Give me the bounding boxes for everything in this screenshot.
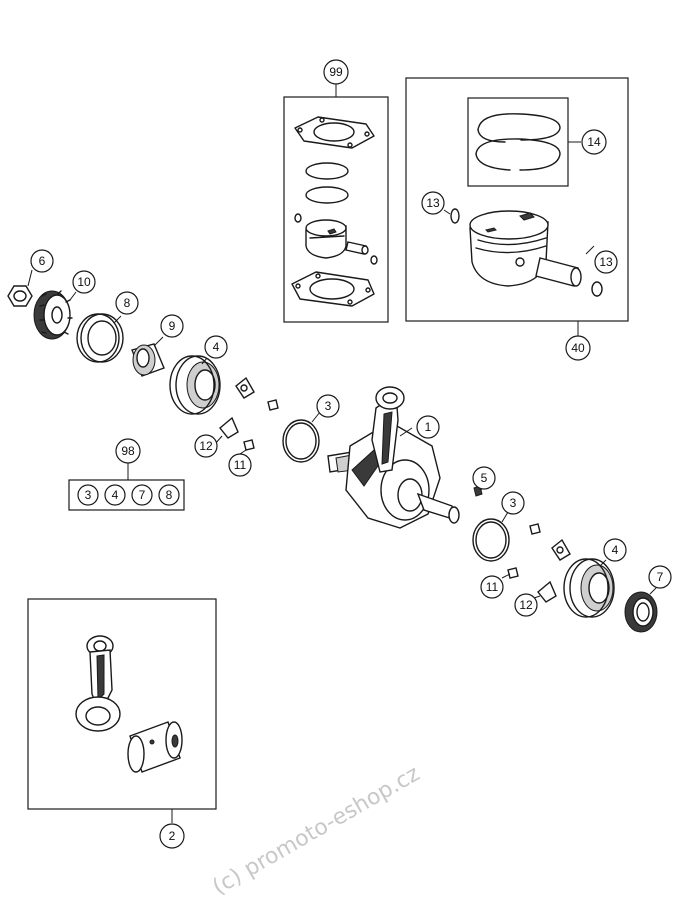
callout-2: 2: [159, 823, 185, 849]
svg-text:4: 4: [213, 340, 220, 354]
piston-ring-upper: [305, 162, 349, 180]
svg-text:3: 3: [510, 496, 517, 510]
crankshaft-1: [327, 386, 460, 529]
svg-text:13: 13: [426, 196, 440, 210]
svg-text:3: 3: [85, 488, 92, 502]
bearing-4-right: [563, 558, 615, 618]
svg-text:13: 13: [599, 255, 613, 269]
bracket-12-left: [219, 416, 239, 439]
svg-text:8: 8: [124, 296, 131, 310]
bushing-9: [131, 343, 165, 377]
kit-98-frame: [68, 479, 185, 511]
svg-text:99: 99: [329, 65, 343, 79]
bearing-4-left: [169, 355, 221, 415]
svg-text:4: 4: [612, 543, 619, 557]
crank-pin-2: [127, 721, 183, 773]
svg-text:4: 4: [112, 488, 119, 502]
callout-5: 5: [472, 466, 496, 490]
seal-ring-3-left: [282, 419, 320, 463]
screw-upper: [267, 399, 279, 411]
piston-pin-small: [345, 241, 369, 255]
svg-text:9: 9: [169, 319, 176, 333]
svg-text:11: 11: [234, 458, 247, 472]
piston-small: [305, 219, 347, 259]
circlip-13-left: [450, 208, 460, 224]
svg-text:3: 3: [325, 399, 332, 413]
kit-98-item-2: 4: [104, 484, 126, 506]
piston-ring-set: [475, 113, 561, 171]
callout-8: 8: [115, 291, 139, 315]
screw-11-right: [507, 567, 519, 579]
bracket-12-upper: [235, 376, 255, 399]
callout-7: 7: [648, 565, 672, 589]
callout-40: 40: [565, 335, 591, 361]
svg-text:6: 6: [39, 254, 46, 268]
gear-10: [33, 290, 73, 340]
svg-text:12: 12: [519, 598, 533, 612]
kit-99-frame: [283, 96, 389, 323]
bracket-12-right: [537, 580, 557, 603]
screw-right-upper: [529, 523, 541, 535]
kit-40-frame: [405, 77, 629, 322]
svg-text:98: 98: [121, 444, 135, 458]
circlip-13-right: [591, 281, 603, 297]
svg-text:1: 1: [425, 420, 432, 434]
watermark-text: (c) promoto-eshop.cz: [209, 761, 425, 900]
piston-ring-lower: [305, 186, 349, 204]
callout-4-right: 4: [603, 538, 627, 562]
callout-6: 6: [30, 249, 54, 273]
bracket-right-upper: [551, 538, 571, 561]
callout-10: 10: [72, 270, 96, 294]
kit-98-group: 3 4 7 8: [68, 463, 185, 511]
cylinder-head-gasket: [294, 116, 375, 149]
shim-8: [76, 313, 124, 363]
callout-4-left: 4: [204, 335, 228, 359]
callout-99: 99: [323, 59, 349, 85]
svg-text:11: 11: [486, 580, 499, 594]
callout-11-left: 11: [228, 453, 252, 477]
kit-2-group: [27, 598, 217, 823]
svg-text:2: 2: [169, 829, 176, 843]
screw-11-left: [243, 439, 255, 451]
kit-98-item-4: 8: [158, 484, 180, 506]
callout-13-right: 13: [594, 250, 618, 274]
kit-99-group: [283, 84, 389, 323]
callout-3-right: 3: [501, 491, 525, 515]
seal-ring-3-right: [472, 518, 510, 562]
kit-40-group: [405, 77, 629, 336]
callout-11-right: 11: [480, 575, 504, 599]
svg-text:12: 12: [199, 439, 213, 453]
kit-2-frame: [27, 598, 217, 810]
svg-text:7: 7: [139, 488, 146, 502]
callout-98: 98: [115, 438, 141, 464]
piston-pin-large: [535, 257, 582, 287]
cylinder-base-gasket: [291, 271, 375, 307]
callout-12-left: 12: [194, 434, 218, 458]
callout-12-right: 12: [514, 593, 538, 617]
callout-13-left: 13: [421, 191, 445, 215]
svg-text:14: 14: [587, 135, 601, 149]
svg-text:5: 5: [481, 471, 488, 485]
circlip-right: [370, 255, 378, 265]
kit-98-item-1: 3: [77, 484, 99, 506]
svg-text:10: 10: [77, 275, 91, 289]
kit-98-item-3: 7: [131, 484, 153, 506]
callout-9: 9: [160, 314, 184, 338]
svg-text:7: 7: [657, 570, 664, 584]
callout-3-left: 3: [316, 394, 340, 418]
svg-text:8: 8: [166, 488, 173, 502]
callout-1: 1: [416, 415, 440, 439]
oil-seal-7: [624, 591, 658, 633]
nut-6: [7, 285, 33, 307]
circlip-left: [294, 213, 302, 223]
connecting-rod-2: [75, 635, 121, 732]
callout-14: 14: [581, 129, 607, 155]
kit-14-frame: [467, 97, 569, 187]
svg-text:40: 40: [571, 341, 585, 355]
